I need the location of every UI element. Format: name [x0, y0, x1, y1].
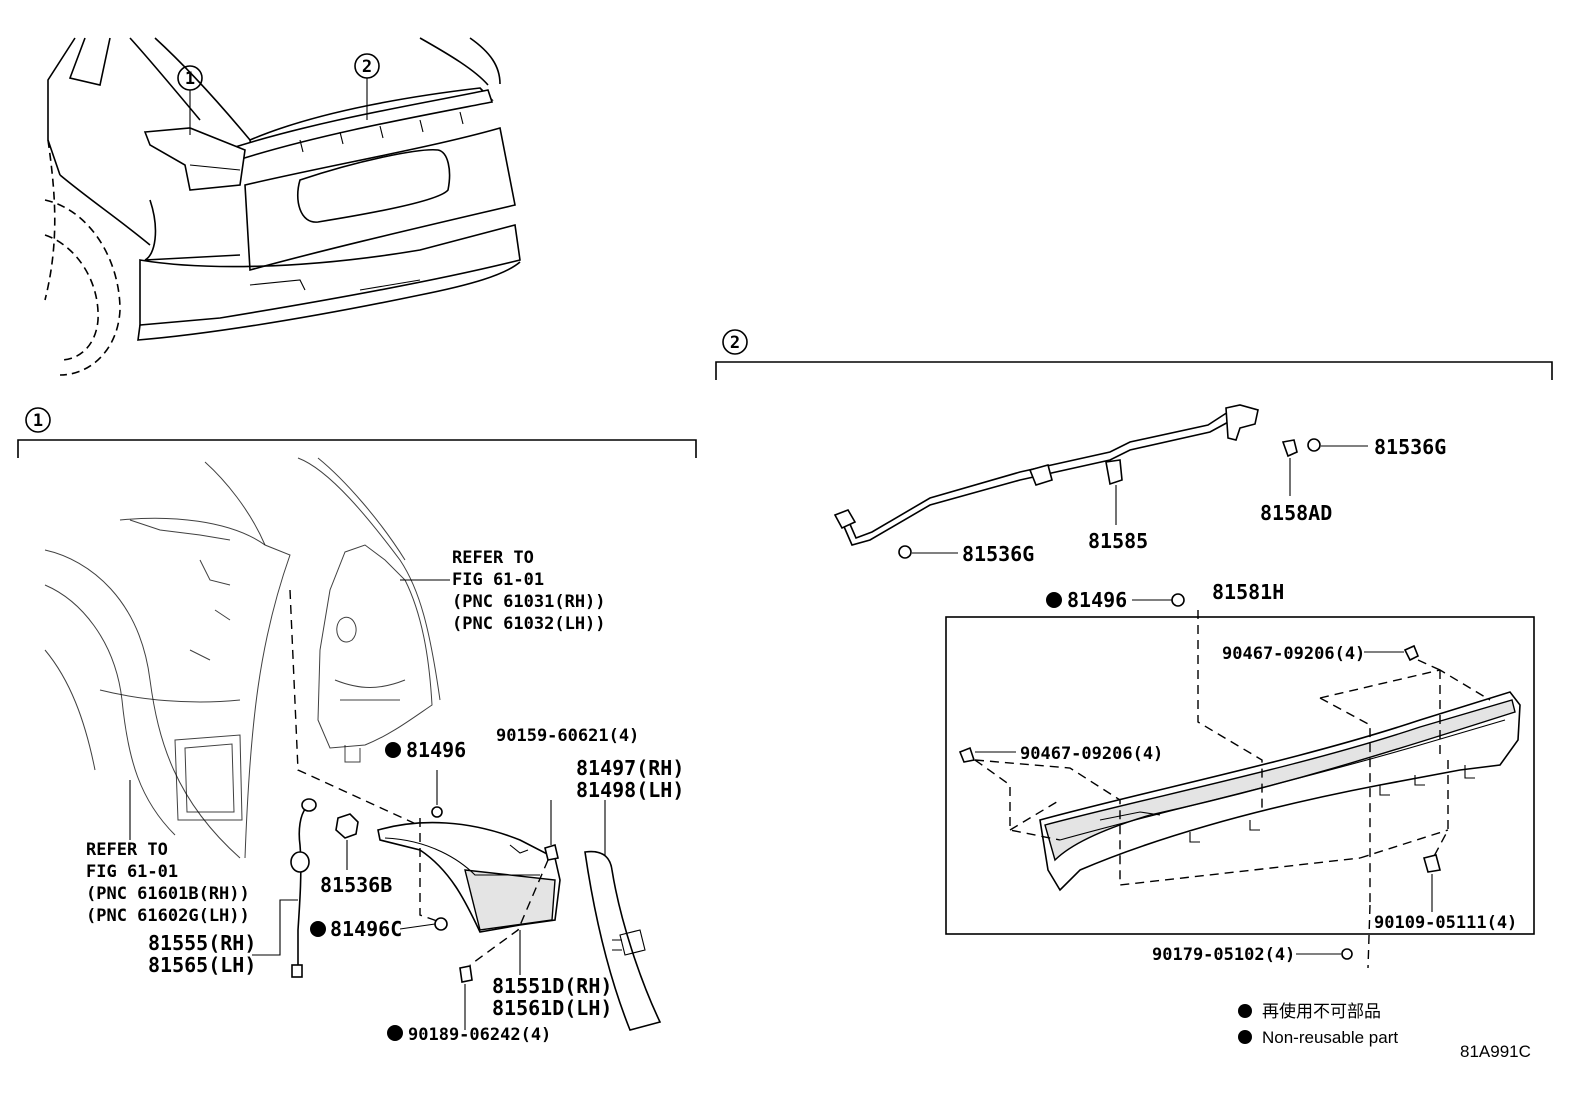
fastener-90467-b-shape [958, 746, 976, 763]
section-2-callout-label: 2 [730, 333, 740, 353]
label-81585: 81585 [1088, 529, 1148, 553]
label-81555-rh: 81555(RH) [148, 931, 256, 955]
section-1: 1 [17, 407, 697, 1045]
legend-text-en: Non-reusable part [1262, 1028, 1398, 1047]
callout-2-label: 2 [362, 57, 372, 77]
overview-callout-2: 2 [354, 53, 380, 120]
overview-callout-1: 1 [177, 65, 203, 135]
legend-dot-en [1238, 1030, 1252, 1044]
refer-b-line-1: REFER TO [86, 840, 168, 860]
label-81551d-rh: 81551D(RH) [492, 974, 612, 998]
refer-a-line-1: REFER TO [452, 548, 534, 568]
legend-dot-ja [1238, 1004, 1252, 1018]
nut-81496-shape [431, 806, 443, 818]
section-2: 2 [715, 329, 1553, 969]
section-1-callout-label: 1 [33, 411, 43, 431]
refer-a-line-3: (PNC 61031(RH)) [452, 592, 606, 612]
fastener-90179-shape [1341, 948, 1353, 960]
label-81536b: 81536B [320, 873, 392, 897]
wire-harness [290, 798, 317, 978]
label-81536g-b: 81536G [962, 542, 1034, 566]
label-90467-09206-a: 90467-09206(4) [1222, 644, 1365, 664]
non-reusable-dot [385, 742, 401, 758]
nut-81496-right-shape [1171, 593, 1185, 607]
legend: 再使用不可部品 Non-reusable part 81A991C [1238, 1001, 1531, 1061]
label-81561d-lh: 81561D(LH) [492, 996, 612, 1020]
clip-81536b-shape [335, 813, 359, 839]
label-90467-09206-b: 90467-09206(4) [1020, 744, 1163, 764]
label-81498-lh: 81498(LH) [576, 778, 684, 802]
refer-b-line-4: (PNC 61602G(LH)) [86, 906, 250, 926]
refer-a-line-4: (PNC 61032(LH)) [452, 614, 606, 634]
label-81497-rh: 81497(RH) [576, 756, 684, 780]
section-2-bracket [715, 361, 1553, 380]
refer-b-line-3: (PNC 61601B(RH)) [86, 884, 250, 904]
label-81496c: 81496C [330, 917, 402, 941]
bolt-90159-shape [544, 843, 559, 861]
refer-b-line-2: FIG 61-01 [86, 862, 178, 882]
label-90159-60621: 90159-60621(4) [496, 726, 639, 746]
section-2-callout [722, 329, 748, 355]
legend-text-ja: 再使用不可部品 [1262, 1001, 1381, 1021]
tail-light-assembly [377, 821, 561, 933]
refer-a-line-2: FIG 61-01 [452, 570, 544, 590]
clip-81536g-a-shape [1307, 438, 1321, 452]
non-reusable-dot [310, 921, 326, 937]
screw-90189-shape [459, 965, 473, 983]
wire-81585 [833, 404, 1259, 546]
label-90189-06242: 90189-06242(4) [408, 1025, 551, 1045]
vehicle-overview [44, 37, 521, 376]
label-81496-right: 81496 [1067, 588, 1127, 612]
non-reusable-dot [387, 1025, 403, 1041]
rear-spoiler [1039, 691, 1521, 892]
refer-to-fig-a: REFER TO FIG 61-01 (PNC 61031(RH)) (PNC … [452, 548, 606, 634]
non-reusable-dot [1046, 592, 1062, 608]
quarter-panel-ghost [44, 461, 291, 859]
nut-81496c-shape [434, 917, 448, 931]
inner-panel-ghost [297, 457, 441, 763]
seal-strip [584, 850, 662, 1031]
clip-8158ad-shape [1281, 439, 1298, 458]
label-81581h: 81581H [1212, 580, 1284, 604]
fastener-90467-a-shape [1403, 644, 1420, 662]
label-81565-lh: 81565(LH) [148, 953, 256, 977]
clip-81536g-b-shape [898, 545, 912, 559]
label-90109-05111: 90109-05111(4) [1374, 913, 1517, 933]
section-1-bracket [17, 439, 697, 458]
spoiler-group-box [945, 616, 1535, 935]
label-81536g-a: 81536G [1374, 435, 1446, 459]
label-81496: 81496 [406, 738, 466, 762]
figure-code: 81A991C [1460, 1042, 1531, 1061]
section-1-callout [25, 407, 51, 433]
label-8158ad: 8158AD [1260, 501, 1332, 525]
refer-to-fig-b: REFER TO FIG 61-01 (PNC 61601B(RH)) (PNC… [86, 840, 250, 926]
fastener-90109-shape [1423, 854, 1441, 873]
label-90179-05102: 90179-05102(4) [1152, 945, 1295, 965]
callout-1-label: 1 [185, 69, 195, 89]
